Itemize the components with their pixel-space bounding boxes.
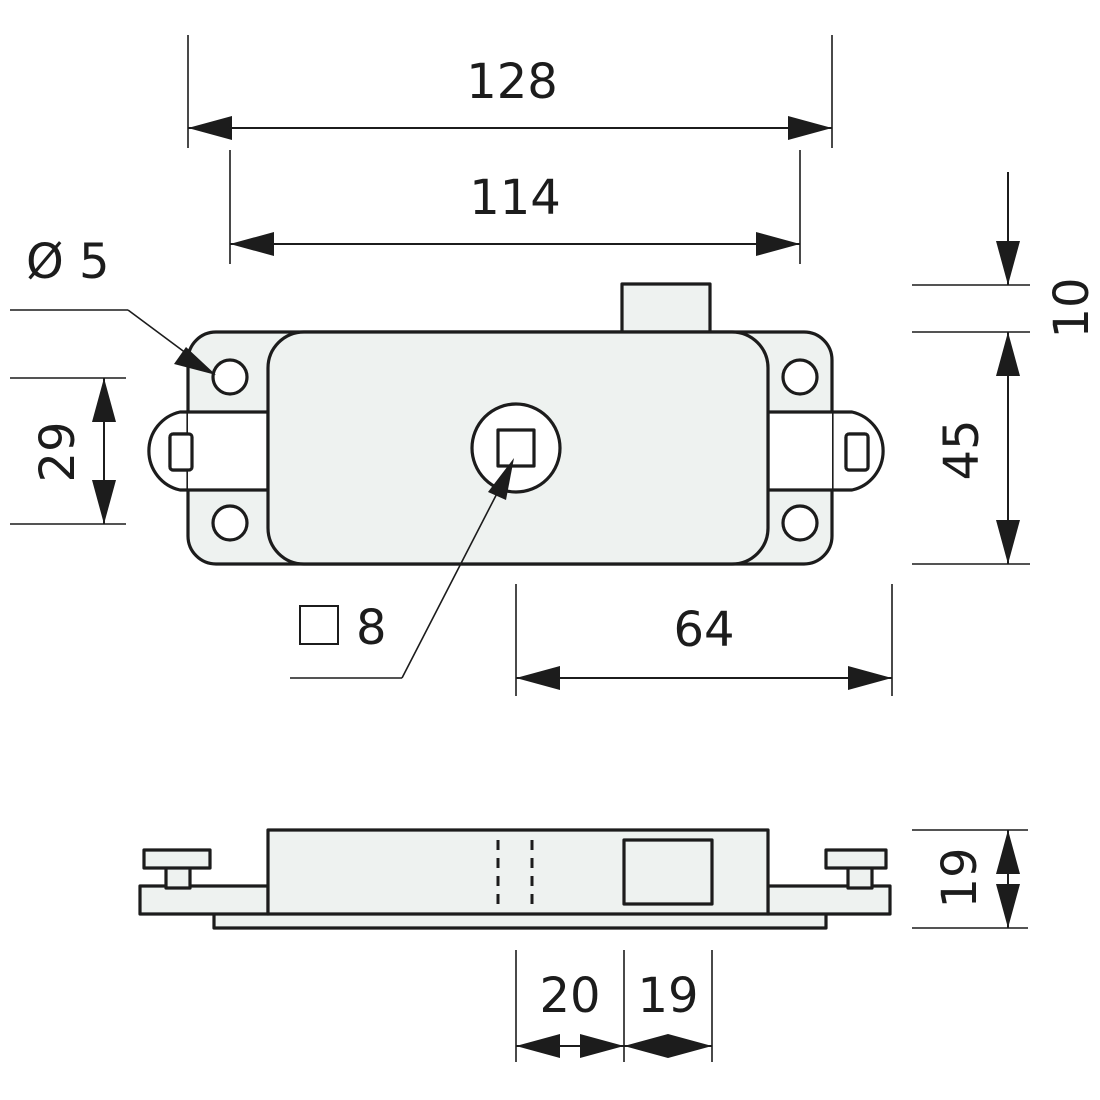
dimension-square-8: 8 xyxy=(290,458,514,679)
dimension-45: 45 xyxy=(912,332,1030,565)
right-flange xyxy=(766,884,892,916)
right-ear-slot-top xyxy=(844,432,870,472)
dimension-29: 29 xyxy=(10,377,126,525)
right-pin-head xyxy=(824,848,888,870)
dimension-64: 64 xyxy=(515,584,893,696)
pin xyxy=(620,282,712,334)
left-pin-head xyxy=(142,848,212,870)
dimension-10: 10 xyxy=(912,172,1100,339)
left-ear-overlap xyxy=(188,410,270,492)
dim-19-label: 19 xyxy=(637,968,698,1024)
left-ear-slot-top xyxy=(168,432,194,472)
dim-114-label: 114 xyxy=(469,170,561,226)
dimension-114: 114 xyxy=(229,150,801,264)
dim-128-label: 128 xyxy=(466,54,558,110)
dimension-19-thickness: 19 xyxy=(912,829,1028,929)
top-view xyxy=(147,282,885,566)
side-pin-window xyxy=(622,838,714,906)
square-hole xyxy=(496,428,536,468)
dim-19-thickness-label: 19 xyxy=(932,847,988,908)
dim-diameter-label: Ø 5 xyxy=(26,234,110,290)
left-flange xyxy=(138,884,270,916)
side-view xyxy=(138,828,892,930)
mount-hole-top-left xyxy=(211,358,249,396)
mount-hole-top-right xyxy=(781,358,819,396)
square-symbol-icon xyxy=(299,605,339,645)
right-ear-overlap xyxy=(766,410,832,492)
dimension-128: 128 xyxy=(187,35,833,148)
dim-29-label: 29 xyxy=(30,421,86,482)
dimension-diameter-5: Ø 5 xyxy=(10,234,216,375)
mount-hole-bottom-right xyxy=(781,504,819,542)
dim-20-label: 20 xyxy=(539,968,600,1024)
dim-64-label: 64 xyxy=(673,602,734,658)
mount-hole-bottom-left xyxy=(211,504,249,542)
dim-45-label: 45 xyxy=(934,419,990,480)
dim-square-label: 8 xyxy=(356,600,387,656)
dimension-20-19: 20 19 xyxy=(515,950,713,1062)
dim-10-label: 10 xyxy=(1044,277,1100,338)
